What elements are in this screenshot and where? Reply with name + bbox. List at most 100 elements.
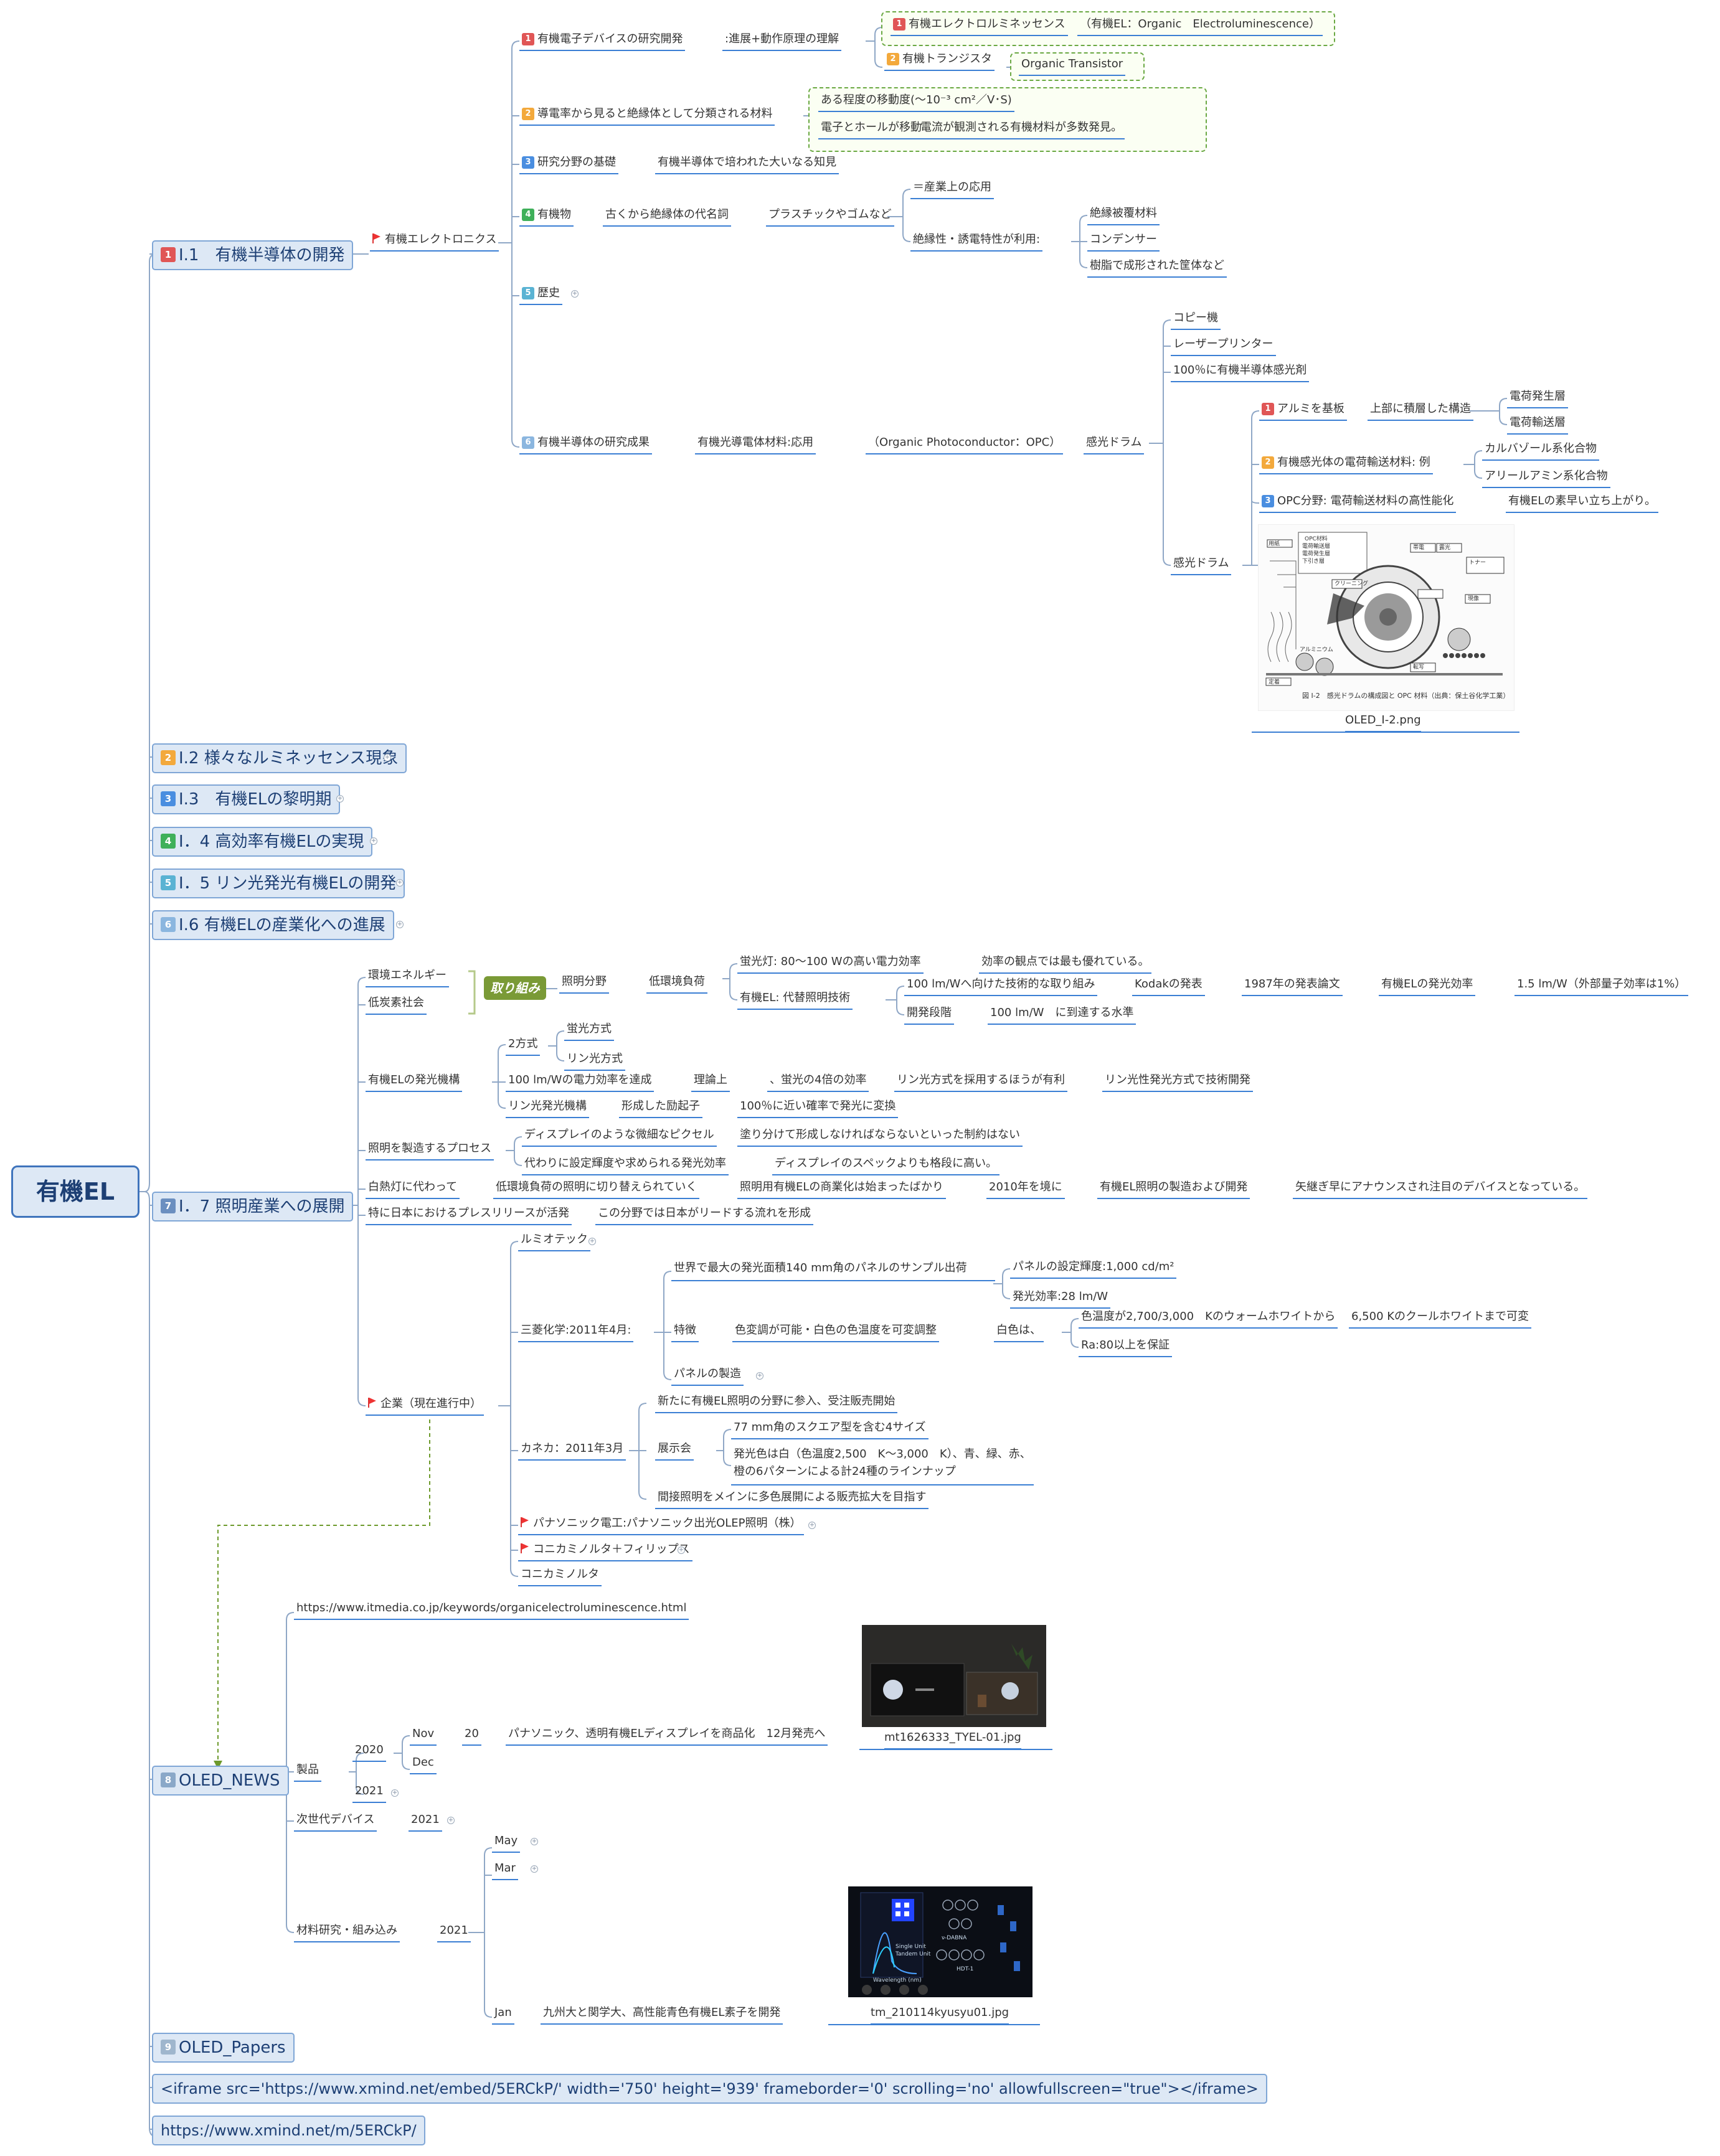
topic-100lmw-effort[interactable]: 100 lm/Wへ向けた技術的な取り組み — [904, 977, 1098, 996]
topic-color-tuning[interactable]: 色変調が可能・白色の色温度を可変調整 — [732, 1324, 939, 1342]
topic-industrial-application[interactable]: ＝産業上の応用 — [910, 181, 994, 199]
topic-nov[interactable]: Nov — [410, 1727, 437, 1746]
topic-products[interactable]: 製品 — [294, 1763, 321, 1782]
topic-ra80[interactable]: Ra:80以上を保証 — [1079, 1339, 1173, 1357]
topic-achieve-100lmw[interactable]: 100 lm/Wの電力効率を達成 — [506, 1073, 654, 1092]
topic-most-efficient[interactable]: 効率の観点では最も優れている。 — [979, 955, 1152, 974]
topic-77mm[interactable]: 77 mm角のスクエア型を含む4サイズ — [731, 1421, 929, 1439]
topic-two-methods[interactable]: 2方式 — [506, 1037, 541, 1056]
topic-emission-mechanism[interactable]: 有機ELの発光機構 — [366, 1073, 463, 1092]
topic-mobility[interactable]: ある程度の移動度(～10⁻³ cm²／V･S) — [818, 93, 1014, 112]
expand-icon[interactable]: + — [396, 879, 404, 887]
topic-dec[interactable]: Dec — [410, 1756, 437, 1774]
topic-exciton[interactable]: 形成した励起子 — [619, 1099, 702, 1118]
topic-100-percent[interactable]: 100％に有機半導体感光剤 — [1171, 364, 1310, 382]
topic-photo-drum[interactable]: 感光ドラム — [1084, 436, 1145, 454]
topic-attention[interactable]: 矢継ぎ早にアナウンスされ注目のデバイスとなっている。 — [1293, 1180, 1588, 1199]
topic-cool-white[interactable]: 6,500 Kのクールホワイトまで可変 — [1349, 1310, 1532, 1329]
expand-icon[interactable]: + — [396, 921, 404, 928]
topic-near-100[interactable]: 100％に近い確率で発光に変換 — [737, 1099, 899, 1118]
topic-higher-spec[interactable]: ディスプレイのスペックよりも格段に高い。 — [772, 1157, 1000, 1175]
topic-env-energy[interactable]: 環境エネルギー — [366, 969, 449, 987]
image-filename[interactable]: OLED_I-2.png — [1345, 713, 1421, 732]
topic-mar[interactable]: Mar — [492, 1862, 518, 1880]
topic-carbazole[interactable]: カルバゾール系化合物 — [1482, 442, 1599, 461]
topic-arylamine[interactable]: アリールアミン系化合物 — [1482, 469, 1610, 488]
topic-progress-understanding[interactable]: :進展+動作原理の理解 — [722, 32, 842, 51]
topic-opc-english[interactable]: （Organic Photoconductor：OPC） — [866, 436, 1064, 454]
topic-layered-structure[interactable]: 上部に積層した構造 — [1368, 402, 1473, 421]
expand-icon[interactable]: + — [678, 1546, 685, 1554]
topic-process[interactable]: 照明を製造するプロセス — [366, 1142, 494, 1160]
topic-lighting-field[interactable]: 照明分野 — [559, 975, 609, 994]
topic-capacitor[interactable]: コンデンサー — [1087, 233, 1160, 252]
topic-japan-press[interactable]: 特に日本におけるプレスリリースが活発 — [366, 1207, 572, 1225]
expand-icon[interactable]: + — [384, 754, 391, 761]
topic-quick-rise[interactable]: 有機ELの素早い立ち上がり。 — [1506, 494, 1659, 513]
topic-mat-2021[interactable]: 2021 — [437, 1924, 471, 1942]
topic-electron-hole[interactable]: 電子とホールが移動 — [818, 121, 924, 139]
topic-phos-development[interactable]: リン光性発光方式で技術開発 — [1102, 1073, 1253, 1092]
topic-kyushu-blue-el[interactable]: 九州大と関学大、高性能青色有機EL素子を開発 — [541, 2006, 783, 2025]
topic-kaneka[interactable]: カネカ：2011年3月 — [518, 1442, 626, 1461]
topic-lumiotec[interactable]: ルミオテック — [518, 1233, 590, 1251]
topic-phos-mechanism[interactable]: リン光発光機構 — [506, 1099, 589, 1118]
expand-icon[interactable]: + — [756, 1372, 763, 1380]
topic-panel-luminance[interactable]: パネルの設定輝度:1,000 cd/m² — [1010, 1260, 1177, 1279]
topic-year-2020[interactable]: 2020 — [352, 1743, 386, 1762]
expand-icon[interactable]: + — [336, 795, 344, 803]
topic-4x-efficiency[interactable]: 、蛍光の4倍の効率 — [767, 1073, 869, 1092]
iframe-embed-code[interactable]: <iframe src='https://www.xmind.net/embed… — [152, 2074, 1267, 2104]
topic-organic-electronics[interactable]: 有機エレクトロニクス — [370, 233, 499, 252]
topic-charge-generation[interactable]: 電荷発生層 — [1507, 390, 1568, 408]
photo-drum-figure[interactable]: OPC材料 電荷輸送層 電荷発生層 下引き層 アルミニウム 帯電 露光 現像 転… — [1258, 524, 1514, 711]
topic-el-alternative[interactable]: 有機EL: 代替照明技術 — [737, 991, 853, 1010]
topic-insulator-synonym[interactable]: 古くから絶縁体の代名詞 — [603, 208, 731, 227]
topic-coating[interactable]: 絶縁被覆材料 — [1087, 207, 1160, 225]
topic-features[interactable]: 特徴 — [671, 1324, 699, 1342]
topic-largest-panel[interactable]: 世界で最大の発光面積140 mm角のパネルのサンプル出荷 — [671, 1260, 995, 1281]
topic-charge-transport[interactable]: 電荷輸送層 — [1507, 416, 1568, 435]
topic-laser-printer[interactable]: レーザープリンター — [1171, 337, 1276, 356]
topic-kodak[interactable]: Kodakの発表 — [1132, 977, 1205, 996]
topic-mitsubishi[interactable]: 三菱化学:2011年4月: — [518, 1324, 634, 1342]
topic-current-observed[interactable]: 電流が観測される有機材料が多数発見。 — [918, 121, 1125, 139]
topic-housing[interactable]: 樹脂で成形された筐体など — [1087, 259, 1227, 278]
initiative-tag[interactable]: 取り組み — [484, 976, 546, 1000]
topic-konica-philips[interactable]: コニカミノルタ＋フィリップス — [518, 1543, 692, 1561]
topic-material-research[interactable]: 材料研究・組み込み — [294, 1924, 400, 1942]
topic-panasonic-transparent[interactable]: パナソニック、透明有機ELディスプレイを商品化 12月発売へ — [506, 1727, 828, 1746]
topic-year-2021[interactable]: 2021 — [352, 1784, 386, 1803]
topic-switch-lighting[interactable]: 低環境負荷の照明に切り替えられていく — [493, 1180, 700, 1199]
topic-itmedia-link[interactable]: https://www.itmedia.co.jp/keywords/organ… — [294, 1601, 689, 1620]
root-topic[interactable]: 有機EL — [11, 1165, 139, 1218]
expand-icon[interactable]: + — [588, 1238, 596, 1245]
topic-warm-white[interactable]: 色温度が2,700/3,000 Kのウォームホワイトから — [1079, 1310, 1338, 1329]
topic-knowledge[interactable]: 有機半導体で培われた大いなる知見 — [655, 156, 839, 174]
topic-el-lighting-dev[interactable]: 有機EL照明の製造および開発 — [1097, 1180, 1250, 1199]
topic-phos-advantage[interactable]: リン光方式を採用するほうが有利 — [894, 1073, 1067, 1092]
topic-insulation-dielectric[interactable]: 絶縁性・誘電特性が利用: — [910, 233, 1043, 252]
topic-white[interactable]: 白色は、 — [994, 1324, 1044, 1342]
news-image-2[interactable]: Single Unit Tandem Unit Wavelength (nm) … — [848, 1886, 1032, 1997]
topic-1987-paper[interactable]: 1987年の発表論文 — [1242, 977, 1343, 996]
image-filename[interactable]: tm_210114kyusyu01.jpg — [871, 2006, 1009, 2025]
topic-opc-material[interactable]: 有機光導電体材料:応用 — [695, 436, 816, 454]
topic-copier[interactable]: コピー機 — [1171, 311, 1221, 330]
expand-icon[interactable]: + — [531, 1865, 538, 1873]
topic-fine-pixel[interactable]: ディスプレイのような微細なピクセル — [522, 1128, 717, 1147]
topic-luminance[interactable]: 代わりに設定輝度や求められる発光効率 — [522, 1157, 729, 1175]
